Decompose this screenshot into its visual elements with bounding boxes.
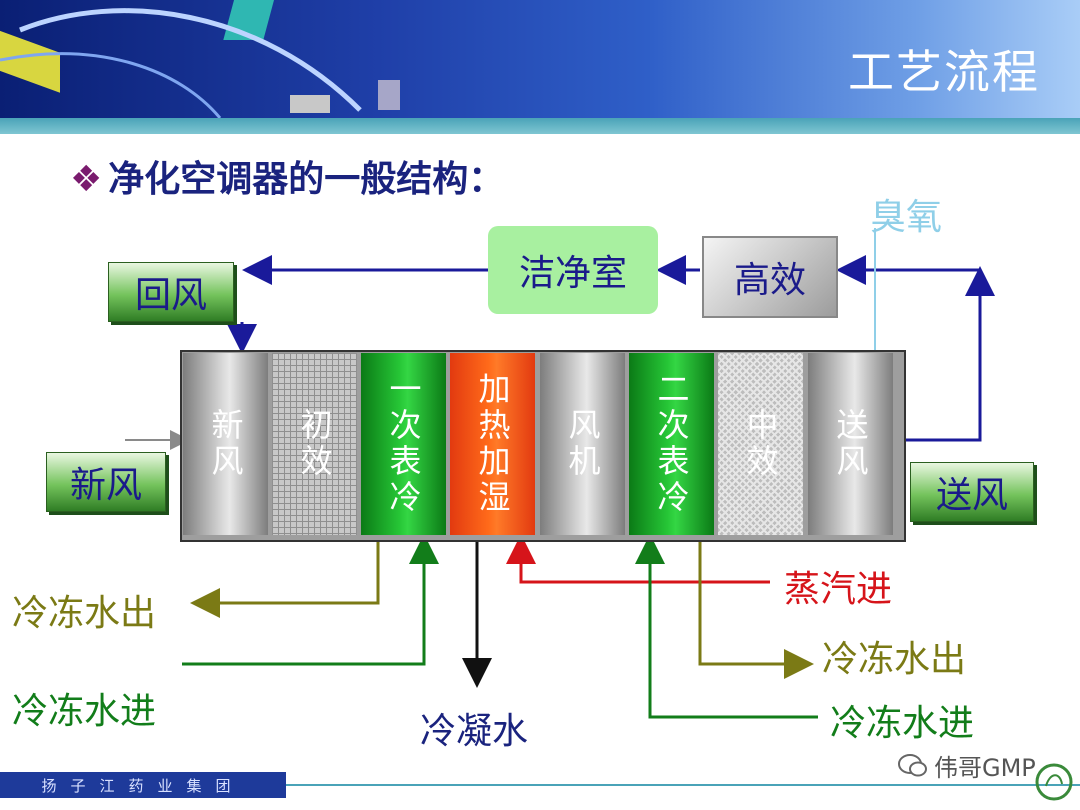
chilled-water-in-left-label: 冷冻水进 xyxy=(12,691,157,732)
fresh-air-box: 新风 xyxy=(46,452,166,512)
header-stripe xyxy=(0,118,1080,134)
section-heating-humidifying: 加热加湿 xyxy=(450,353,535,535)
chilled-in-left-line xyxy=(182,534,439,666)
ozone-label: 臭氧 xyxy=(870,197,943,238)
section-primary-filter: 初效 xyxy=(272,353,357,535)
section-heading: ❖净化空调器的一般结构： xyxy=(70,150,504,202)
clean-room-box: 洁净室 xyxy=(488,226,658,314)
section-supply-air: 送风 xyxy=(808,353,893,535)
hepa-filter-box: 高效 xyxy=(702,236,838,318)
condensate-label: 冷凝水 xyxy=(420,711,529,752)
chilled-out-left-line xyxy=(190,538,380,618)
chilled-water-in-right-label: 冷冻水进 xyxy=(830,703,975,744)
chilled-in-right-line xyxy=(635,534,818,719)
page-title: 工艺流程 xyxy=(848,45,1040,99)
footer-line xyxy=(286,784,1080,786)
steam-line xyxy=(506,534,770,584)
decorative-arc xyxy=(0,8,362,118)
section-first-cooling-coil: 一次表冷 xyxy=(361,353,446,535)
decorative-cube xyxy=(378,80,400,110)
section-second-cooling-coil: 二次表冷 xyxy=(629,353,714,535)
footer-company: 扬子江药业集团 xyxy=(0,772,286,798)
return-air-box: 回风 xyxy=(108,262,234,322)
chat-bubble-icon xyxy=(898,753,927,776)
supply-loop-line xyxy=(902,266,995,442)
watermark: 伟哥GMP xyxy=(898,748,1036,783)
chilled-water-out-right-label: 冷冻水出 xyxy=(822,639,967,680)
supply-air-box: 送风 xyxy=(910,462,1034,522)
header-banner: 工艺流程 xyxy=(0,0,1080,118)
section-fresh-air: 新风 xyxy=(183,353,268,535)
chilled-water-out-left-label: 冷冻水出 xyxy=(12,593,157,634)
emblem-icon xyxy=(1035,763,1073,801)
section-fan: 风机 xyxy=(540,353,625,535)
steam-in-label: 蒸汽进 xyxy=(784,569,893,610)
diamond-bullet-icon: ❖ xyxy=(70,159,103,200)
watermark-text: 伟哥GMP xyxy=(934,754,1036,782)
decorative-cube xyxy=(290,95,330,113)
heading-text: 净化空调器的一般结构： xyxy=(108,159,505,200)
section-medium-filter: 中效 xyxy=(718,353,803,535)
